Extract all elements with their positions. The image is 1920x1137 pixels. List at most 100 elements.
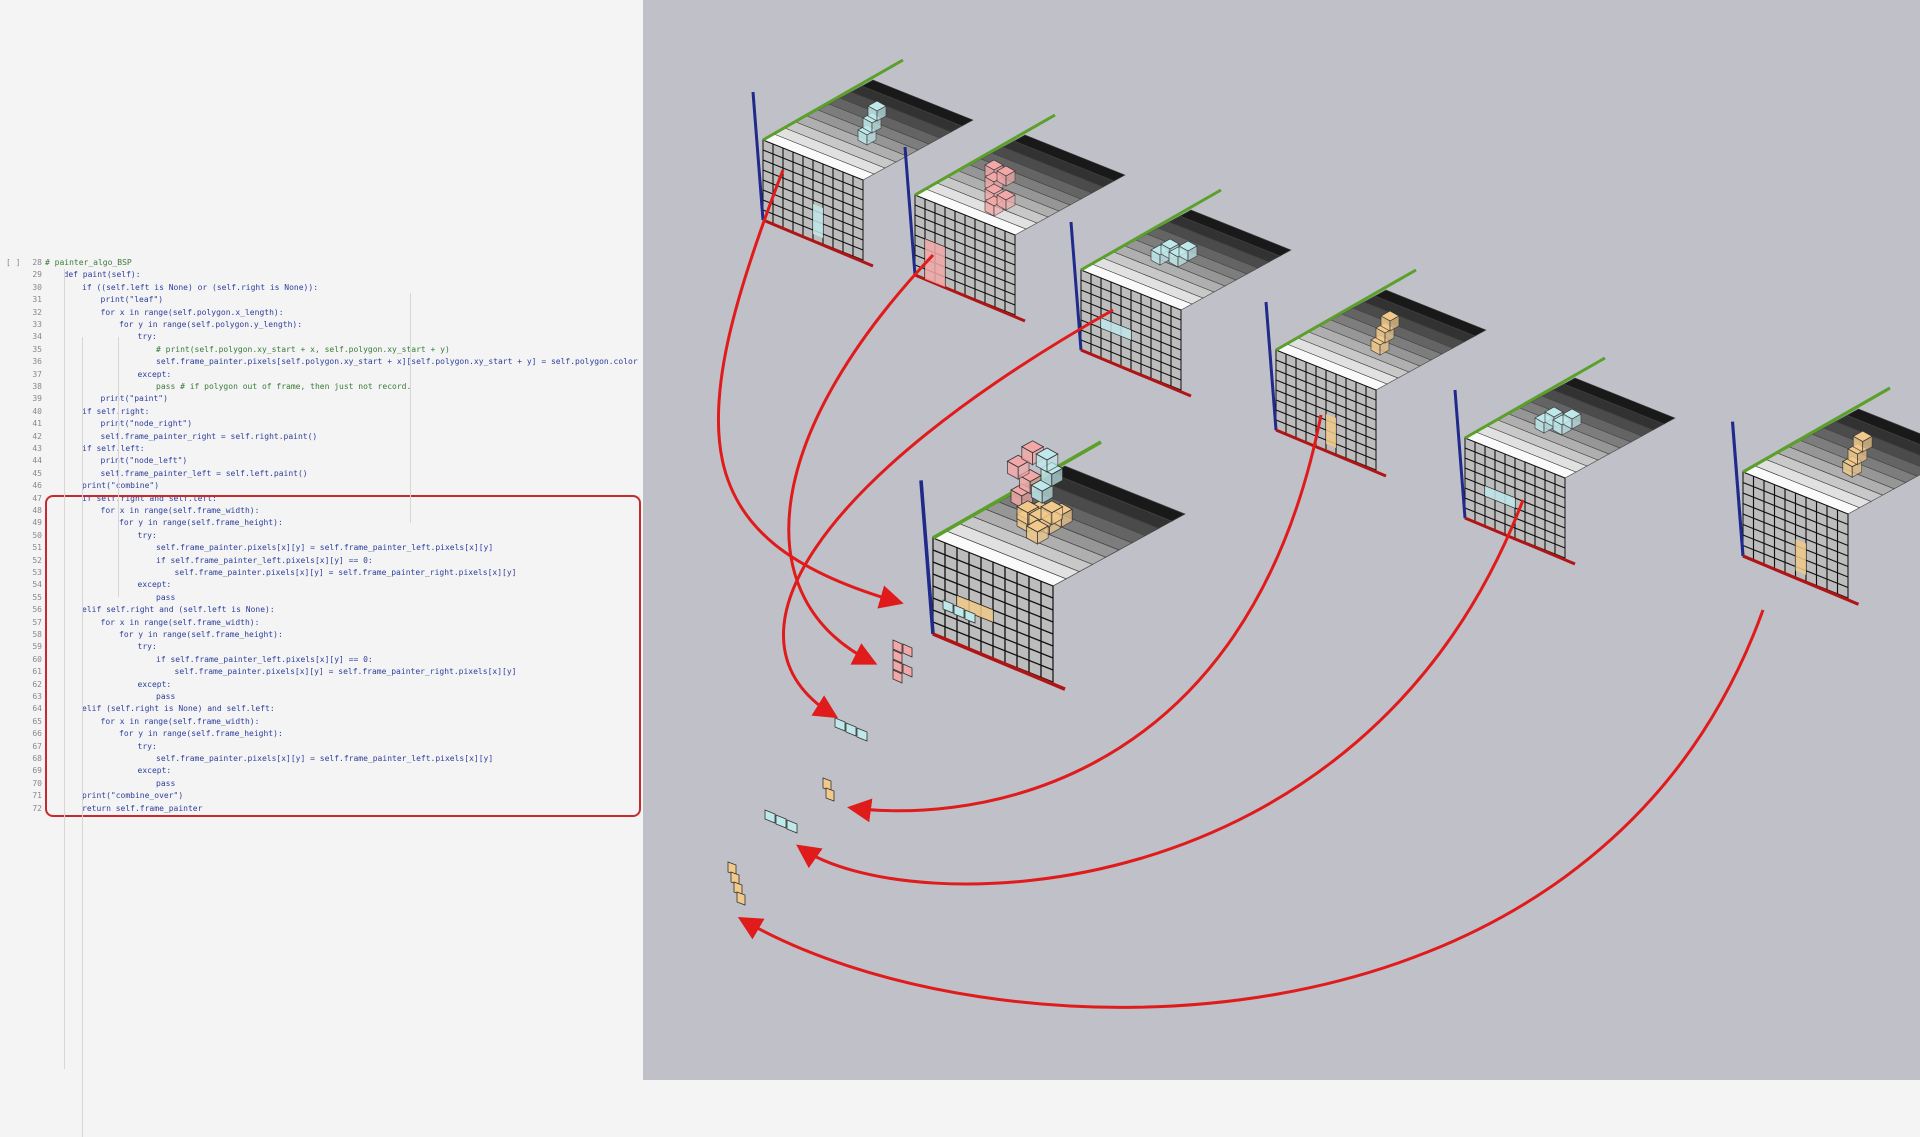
line-number: 41: [26, 418, 42, 430]
line-number: 45: [26, 468, 42, 480]
stack-3: [835, 718, 867, 741]
projected-pixels: [813, 204, 823, 238]
flow-arrow-5: [801, 500, 1523, 884]
z-axis-line: [921, 480, 933, 634]
stack-cell: [826, 788, 834, 801]
code-text: def paint(self):: [64, 269, 141, 281]
code-text: print("paint"): [101, 393, 168, 405]
line-number: 39: [26, 393, 42, 405]
stack-cell: [857, 728, 867, 741]
stack-cell: [835, 718, 845, 731]
line-number: 46: [26, 480, 42, 492]
line-number: 47: [26, 493, 42, 505]
code-text: pass # if polygon out of frame, then jus…: [156, 381, 411, 393]
line-number: 52: [26, 555, 42, 567]
line-number: 56: [26, 604, 42, 616]
stack-cell: [737, 892, 745, 905]
z-axis-line: [1455, 390, 1465, 518]
line-number: 59: [26, 641, 42, 653]
line-number: 33: [26, 319, 42, 331]
line-number: 38: [26, 381, 42, 393]
line-number: 69: [26, 765, 42, 777]
flow-arrow-2: [789, 255, 933, 662]
line-number: 58: [26, 629, 42, 641]
frame-4: [1266, 270, 1486, 476]
line-number: 29: [26, 269, 42, 281]
frame-5: [1455, 358, 1675, 564]
stack-cell: [776, 815, 786, 828]
indent-guide: [64, 269, 65, 1069]
line-number: 61: [26, 666, 42, 678]
projected-pixels: [1796, 539, 1807, 575]
line-number: 62: [26, 679, 42, 691]
combined: [921, 441, 1185, 689]
indent-guide: [118, 337, 119, 597]
code-highlight-box: [45, 495, 641, 817]
z-axis-line: [1266, 302, 1276, 430]
line-number: 31: [26, 294, 42, 306]
indent-guide: [410, 293, 411, 523]
code-text: if ((self.left is None) or (self.right i…: [82, 282, 318, 294]
line-number: 48: [26, 505, 42, 517]
line-number: 57: [26, 617, 42, 629]
scene-3d-viewport: [643, 0, 1920, 1080]
code-text: print("node_left"): [101, 455, 188, 467]
line-number: 32: [26, 307, 42, 319]
stack-cell: [765, 810, 775, 823]
line-number: 55: [26, 592, 42, 604]
stack-4: [823, 778, 834, 801]
line-number: 40: [26, 406, 42, 418]
stack-5: [765, 810, 797, 833]
code-text: for y in range(self.polygon.y_length):: [119, 319, 302, 331]
line-number: 64: [26, 703, 42, 715]
line-number: 67: [26, 741, 42, 753]
line-number: 42: [26, 431, 42, 443]
indent-guide: [82, 337, 83, 1137]
code-text: try:: [138, 331, 157, 343]
line-number: 60: [26, 654, 42, 666]
line-number: 53: [26, 567, 42, 579]
line-number: 63: [26, 691, 42, 703]
line-number: 34: [26, 331, 42, 343]
code-text: if self.left:: [82, 443, 145, 455]
scene-canvas: [643, 0, 1920, 1080]
line-number: 49: [26, 517, 42, 529]
line-number: 35: [26, 344, 42, 356]
line-number: 28: [26, 257, 42, 269]
line-number: 54: [26, 579, 42, 591]
frame-3: [1071, 190, 1291, 396]
code-text: if self.right:: [82, 406, 149, 418]
stack-6: [728, 862, 745, 905]
line-number: 71: [26, 790, 42, 802]
z-axis-line: [905, 147, 915, 275]
projected-pixels: [925, 239, 945, 287]
line-number: 37: [26, 369, 42, 381]
line-number: 65: [26, 716, 42, 728]
line-number: 36: [26, 356, 42, 368]
code-text: print("leaf"): [101, 294, 164, 306]
stack-cell: [903, 644, 912, 657]
line-number: 51: [26, 542, 42, 554]
code-text: for x in range(self.polygon.x_length):: [101, 307, 284, 319]
code-text: self.frame_painter_left = self.left.pain…: [101, 468, 308, 480]
stack-cell: [903, 664, 912, 677]
flow-arrow-4: [853, 415, 1321, 811]
line-number: 44: [26, 455, 42, 467]
line-number: 68: [26, 753, 42, 765]
frame-6: [1733, 388, 1920, 604]
stack-cell: [846, 723, 856, 736]
stack-cell: [787, 820, 797, 833]
code-text: except:: [138, 369, 172, 381]
projected-pixels: [1326, 414, 1336, 448]
code-text: # painter_algo_BSP: [45, 257, 132, 269]
z-axis-line: [1733, 422, 1744, 556]
line-number: 43: [26, 443, 42, 455]
line-number: 72: [26, 803, 42, 815]
line-number: 30: [26, 282, 42, 294]
z-axis-line: [753, 92, 763, 220]
cell-run-marker[interactable]: [ ]: [6, 257, 20, 269]
stack-2: [893, 640, 912, 683]
code-text: self.frame_painter.pixels[self.polygon.x…: [156, 356, 638, 368]
code-text: print("node_right"): [101, 418, 193, 430]
